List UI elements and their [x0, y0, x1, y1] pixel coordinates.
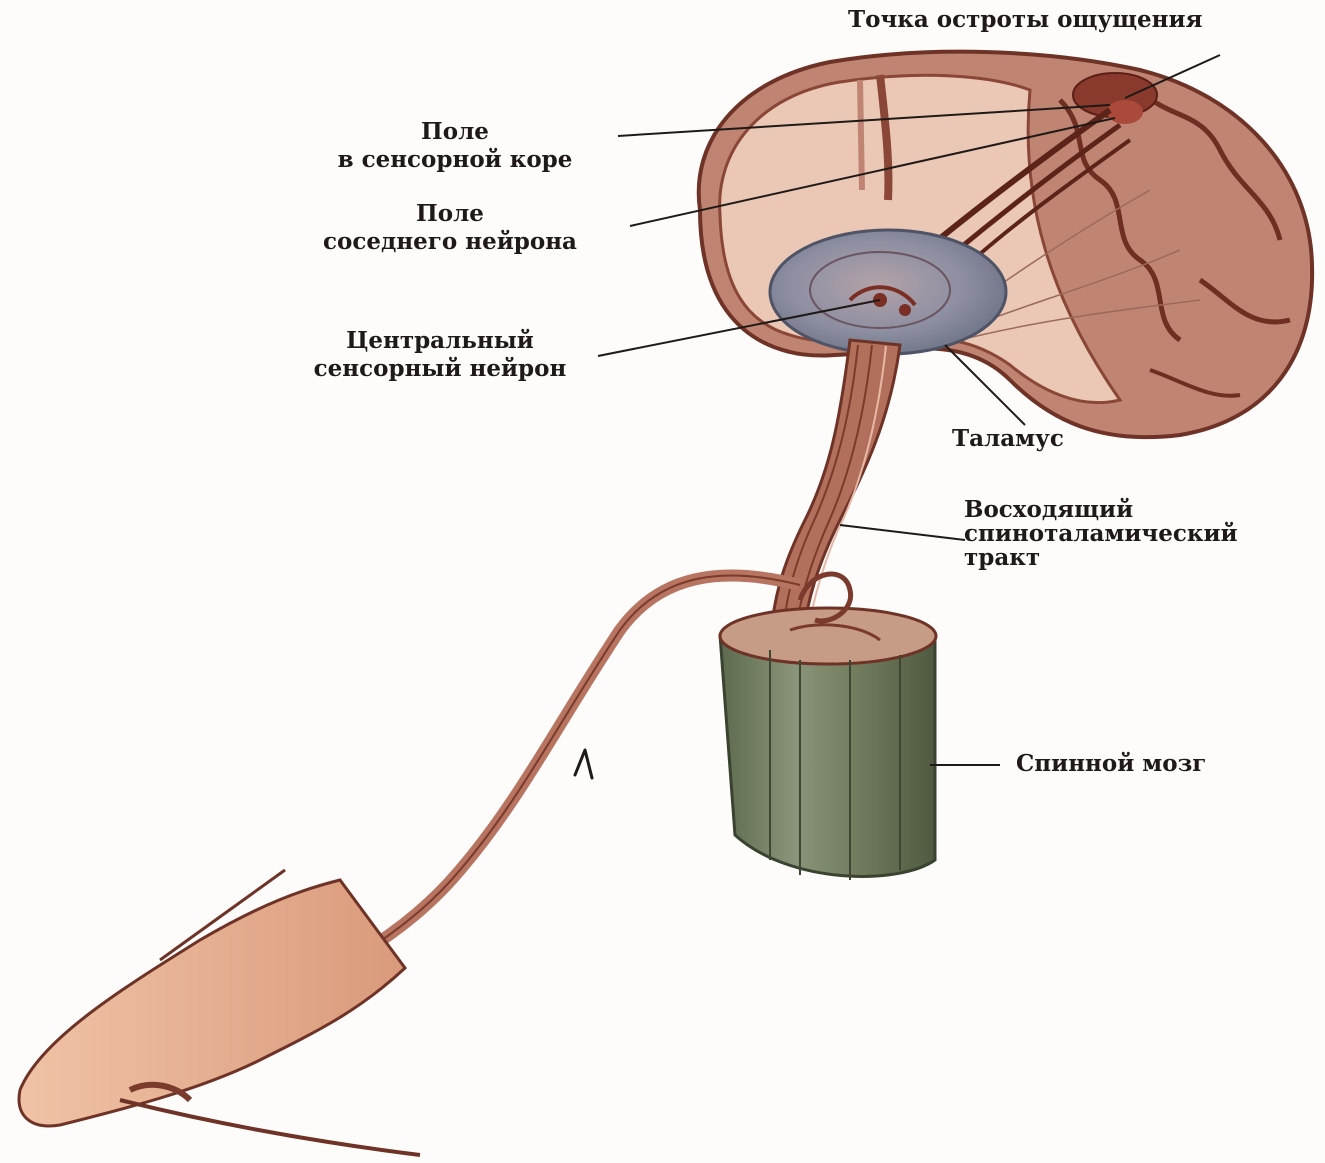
- spinal-cord-segment: [720, 574, 936, 880]
- label-thalamus: Таламус: [952, 425, 1064, 453]
- signal-direction-arrow: [575, 750, 592, 778]
- label-cortex-field-line2: в сенсорной коре: [290, 146, 620, 174]
- leader-tract: [840, 525, 965, 540]
- label-neighbor-field-line1: Поле: [280, 200, 620, 228]
- label-cortex-field: Поле в сенсорной коре: [290, 118, 620, 174]
- thalamus: [770, 230, 1006, 354]
- label-tract-line2: спиноталамический: [964, 522, 1238, 546]
- label-tract-line3: тракт: [964, 546, 1238, 570]
- label-sensation-point: Точка остроты ощущения: [848, 6, 1203, 34]
- label-central-neuron: Центральный сенсорный нейрон: [285, 327, 595, 383]
- brain-hemisphere: [699, 52, 1312, 438]
- label-central-neuron-line1: Центральный: [285, 327, 595, 355]
- label-neighbor-field-line2: соседнего нейрона: [280, 228, 620, 256]
- label-tract: Восходящий спиноталамический тракт: [964, 498, 1238, 570]
- label-neighbor-field: Поле соседнего нейрона: [280, 200, 620, 256]
- label-cortex-field-line1: Поле: [290, 118, 620, 146]
- skin-finger: [19, 870, 420, 1155]
- label-spinal-cord: Спинной мозг: [1016, 750, 1206, 778]
- label-tract-line1: Восходящий: [964, 498, 1238, 522]
- label-central-neuron-line2: сенсорный нейрон: [285, 355, 595, 383]
